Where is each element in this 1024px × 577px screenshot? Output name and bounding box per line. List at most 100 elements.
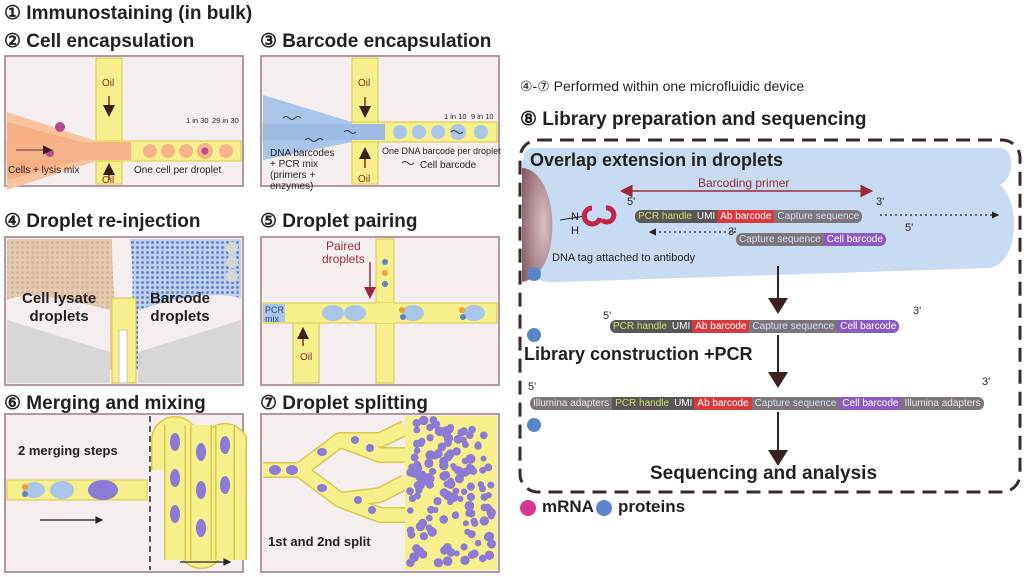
split-droplet [407,507,414,514]
capture-segment: Capture sequence [751,397,840,410]
ratio-label: 29 in 30 [212,116,239,125]
split-droplet [487,512,495,520]
split-droplet [429,467,437,476]
split-droplet [406,487,414,495]
overlap-title: Overlap extension in droplets [530,150,784,170]
split-droplet [464,501,475,511]
panel-cell-encapsulation [4,55,244,190]
oil-label: Oil [300,352,313,363]
split-droplet [453,550,460,557]
split-droplet [484,503,492,511]
capture-segment: Capture sequence [749,320,838,333]
split-droplet [439,471,449,481]
split-droplet [460,555,470,565]
split-droplet [461,488,468,495]
final-library-strand: Illumina adapters PCR handle UMI Ab barc… [530,397,984,410]
split-droplet [477,481,484,488]
three-prime-label: 3' [982,376,991,388]
split-droplet [484,531,495,542]
split-droplet [452,447,461,456]
split-droplet [444,543,451,550]
heading-merging-mixing: ⑥ Merging and mixing [4,393,206,414]
split-droplet [465,509,473,517]
barcoding-primer-strand: PCR handle UMI Ab barcode Capture sequen… [635,210,863,223]
split-droplet [451,511,460,519]
oil-label: Oil [358,78,371,89]
split-droplet [484,550,495,560]
capture-segment: Capture sequence [736,233,824,246]
heading-cell-encapsulation: ② Cell encapsulation [4,31,195,52]
heading-immunostaining: ① Immunostaining (in bulk) [4,3,253,24]
split-droplet [426,434,434,442]
split-droplet [460,543,468,551]
illumina-adapter-segment: Illumina adapters [530,397,613,410]
split-droplet [467,551,476,559]
antibody-tag-strand: Capture sequence Cell barcode [736,233,886,246]
cell-barcode-segment: Cell barcode [823,233,886,246]
split-droplet [425,473,432,480]
split-droplet [407,530,416,539]
five-prime-label: 5' [528,381,537,393]
split-droplet [418,437,426,446]
split-droplet [427,505,435,514]
three-prime-label: 3' [913,305,922,317]
ratio-label: 9 in 10 [471,112,494,121]
split-droplet [474,442,482,450]
oil-label: Oil [358,174,371,185]
split-droplet [466,463,473,470]
split-droplet [480,431,488,440]
split-droplet [441,426,451,436]
split-droplet [425,460,433,468]
split-droplet [484,463,493,472]
three-prime-label: 3' [728,226,737,238]
split-droplet [479,466,487,474]
split-droplet [474,539,482,547]
barcoding-primer-label: Barcoding primer [698,176,790,190]
umi-segment: UMI [669,320,693,333]
split-droplet [480,455,487,462]
sequencing-label: Sequencing and analysis [650,463,878,484]
split-droplet [442,490,453,501]
dna-tag-label: DNA tag attached to antibody [552,252,696,264]
panel-droplet-reinjection [4,236,244,386]
split-droplet [466,492,475,502]
split-label: 1st and 2nd split [268,534,371,549]
split-droplet [429,416,438,424]
pcr-handle-segment: PCR handle [612,397,673,410]
proteins-legend-label: proteins [618,497,686,516]
split-droplet [464,528,471,535]
split-droplet [410,453,419,462]
split-droplet [406,558,415,568]
ratio-label: 1 in 30 [186,116,209,125]
split-droplet [453,434,463,444]
mrna-legend-dot [520,500,536,516]
three-prime-label: 3' [876,196,885,208]
split-droplet [457,495,464,502]
inlet-label: DNA barcodes+ PCR mix(primers +enzymes) [270,148,335,192]
split-droplet [450,463,457,469]
cell-barcode-legend: Cell barcode [420,160,477,171]
split-droplet [468,425,476,434]
merging-steps-label: 2 merging steps [18,443,118,458]
heading-droplet-splitting: ⑦ Droplet splitting [260,393,428,414]
panel-merging-mixing [4,413,247,573]
pcr-handle-segment: PCR handle [635,210,695,223]
ratio-label: 1 in 10 [444,112,467,121]
split-droplet [439,461,449,471]
device-note: ④-⑦ Performed within one microfluidic de… [520,78,805,94]
heading-barcode-encapsulation: ③ Barcode encapsulation [260,31,492,52]
ab-barcode-segment: Ab barcode [692,320,750,333]
split-droplet [466,482,475,491]
five-prime-label: 5' [627,196,636,208]
split-droplet [446,480,455,489]
split-droplet [433,558,443,568]
split-droplet [437,442,447,452]
umi-segment: UMI [672,397,695,410]
heading-droplet-reinjection: ④ Droplet re-injection [4,211,201,232]
split-droplet [487,481,495,489]
